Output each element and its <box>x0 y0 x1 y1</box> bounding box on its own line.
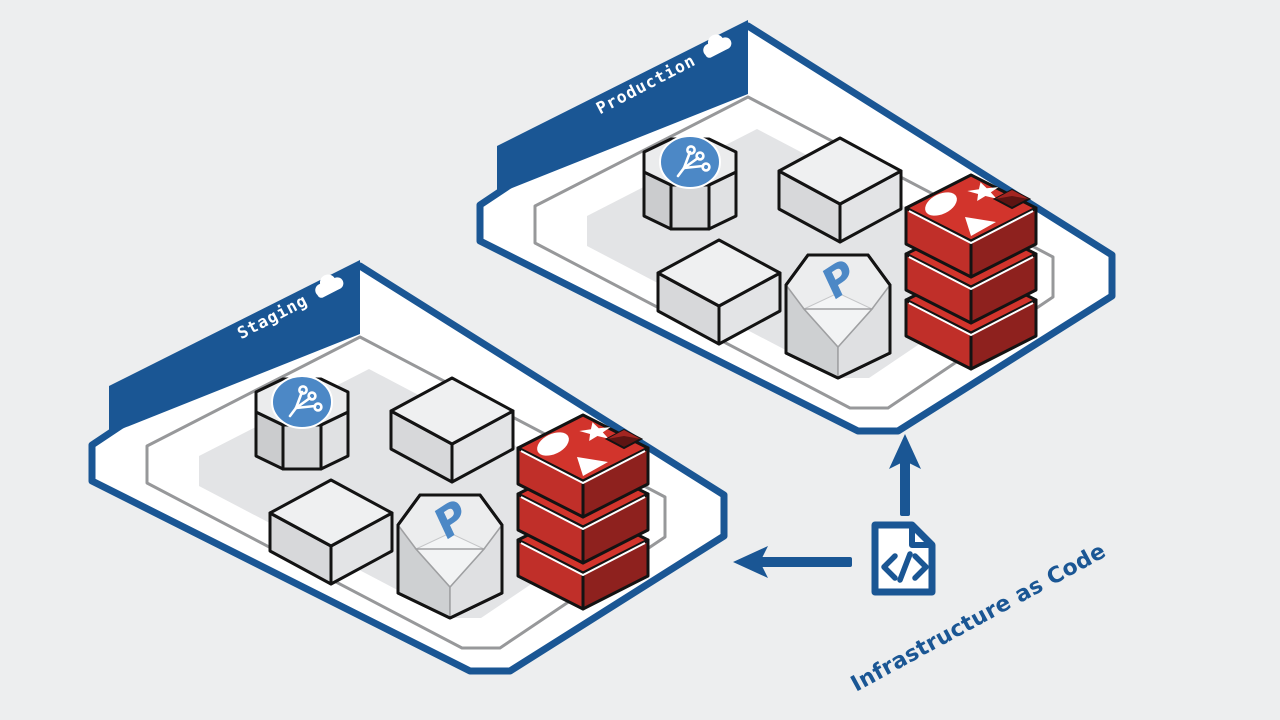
code-file-icon <box>871 521 936 596</box>
iac-arrows <box>733 434 921 578</box>
code-glyph <box>881 551 929 583</box>
arrow-up-icon <box>889 434 921 516</box>
code-file-fold <box>909 522 935 548</box>
code-file-outline <box>871 521 936 596</box>
arrow-left-icon <box>733 546 852 578</box>
